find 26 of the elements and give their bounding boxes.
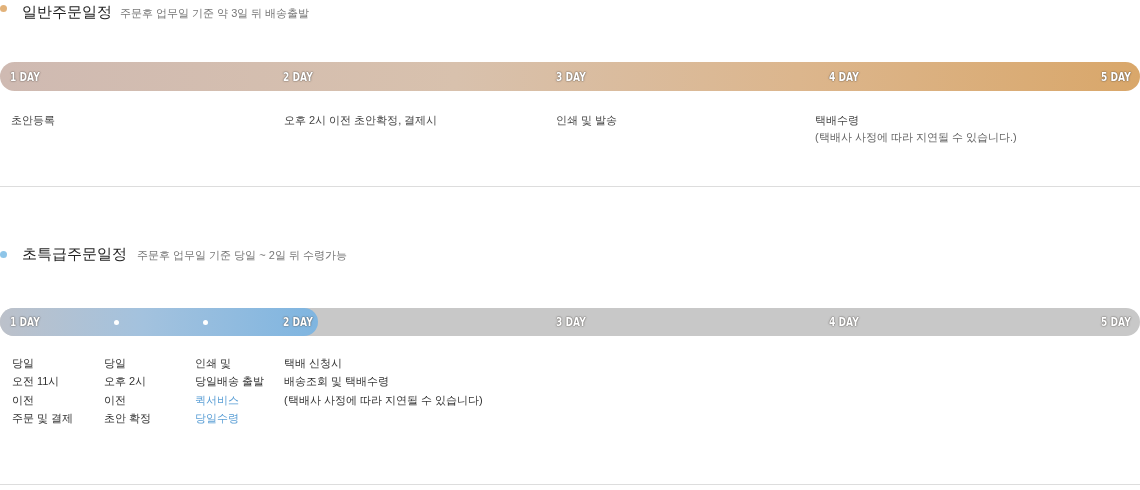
step-text: 택배수령	[815, 112, 859, 128]
section-subtitle: 주문후 업무일 기준 약 3일 뒤 배송출발	[120, 6, 310, 21]
day-label: 4 DAY	[829, 68, 859, 86]
note-text: (택배사 사정에 따라 지연될 수 있습니다.)	[815, 129, 1017, 145]
step-text: 초안등록	[11, 112, 55, 128]
section-heading: 일반주문일정	[22, 3, 112, 21]
day-label: 2 DAY	[283, 313, 313, 331]
day-label: 5 DAY	[1101, 313, 1131, 331]
step-text: 인쇄 및 당일배송 출발	[195, 355, 265, 390]
day-label: 3 DAY	[556, 68, 586, 86]
progress-bar	[0, 308, 318, 336]
step-text: 택배 신청시 배송조회 및 택배수령 (택배사 사정에 따라 지연될 수 있습니다)	[284, 355, 483, 408]
day-label: 5 DAY	[1101, 68, 1131, 86]
day-label: 2 DAY	[283, 68, 313, 86]
service-text: 퀵서비스 당일수령	[195, 392, 239, 427]
step-text: 오후 2시 이전 초안확정, 결제시	[284, 112, 438, 128]
timeline-bar	[0, 62, 1140, 91]
timeline-track	[0, 308, 1140, 336]
section-subtitle: 주문후 업무일 기준 당일 ~ 2일 뒤 수령가능	[137, 248, 347, 263]
step-text: 당일 오후 2시 이전 초안 확정	[104, 355, 152, 427]
step-text: 인쇄 및 발송	[556, 112, 618, 128]
day-label: 4 DAY	[829, 313, 859, 331]
section-heading: 초특급주문일정	[22, 245, 127, 263]
day-label: 1 DAY	[10, 68, 40, 86]
day-label: 1 DAY	[10, 313, 40, 331]
step-text: 당일 오전 11시 이전 주문 및 결제	[12, 355, 74, 427]
